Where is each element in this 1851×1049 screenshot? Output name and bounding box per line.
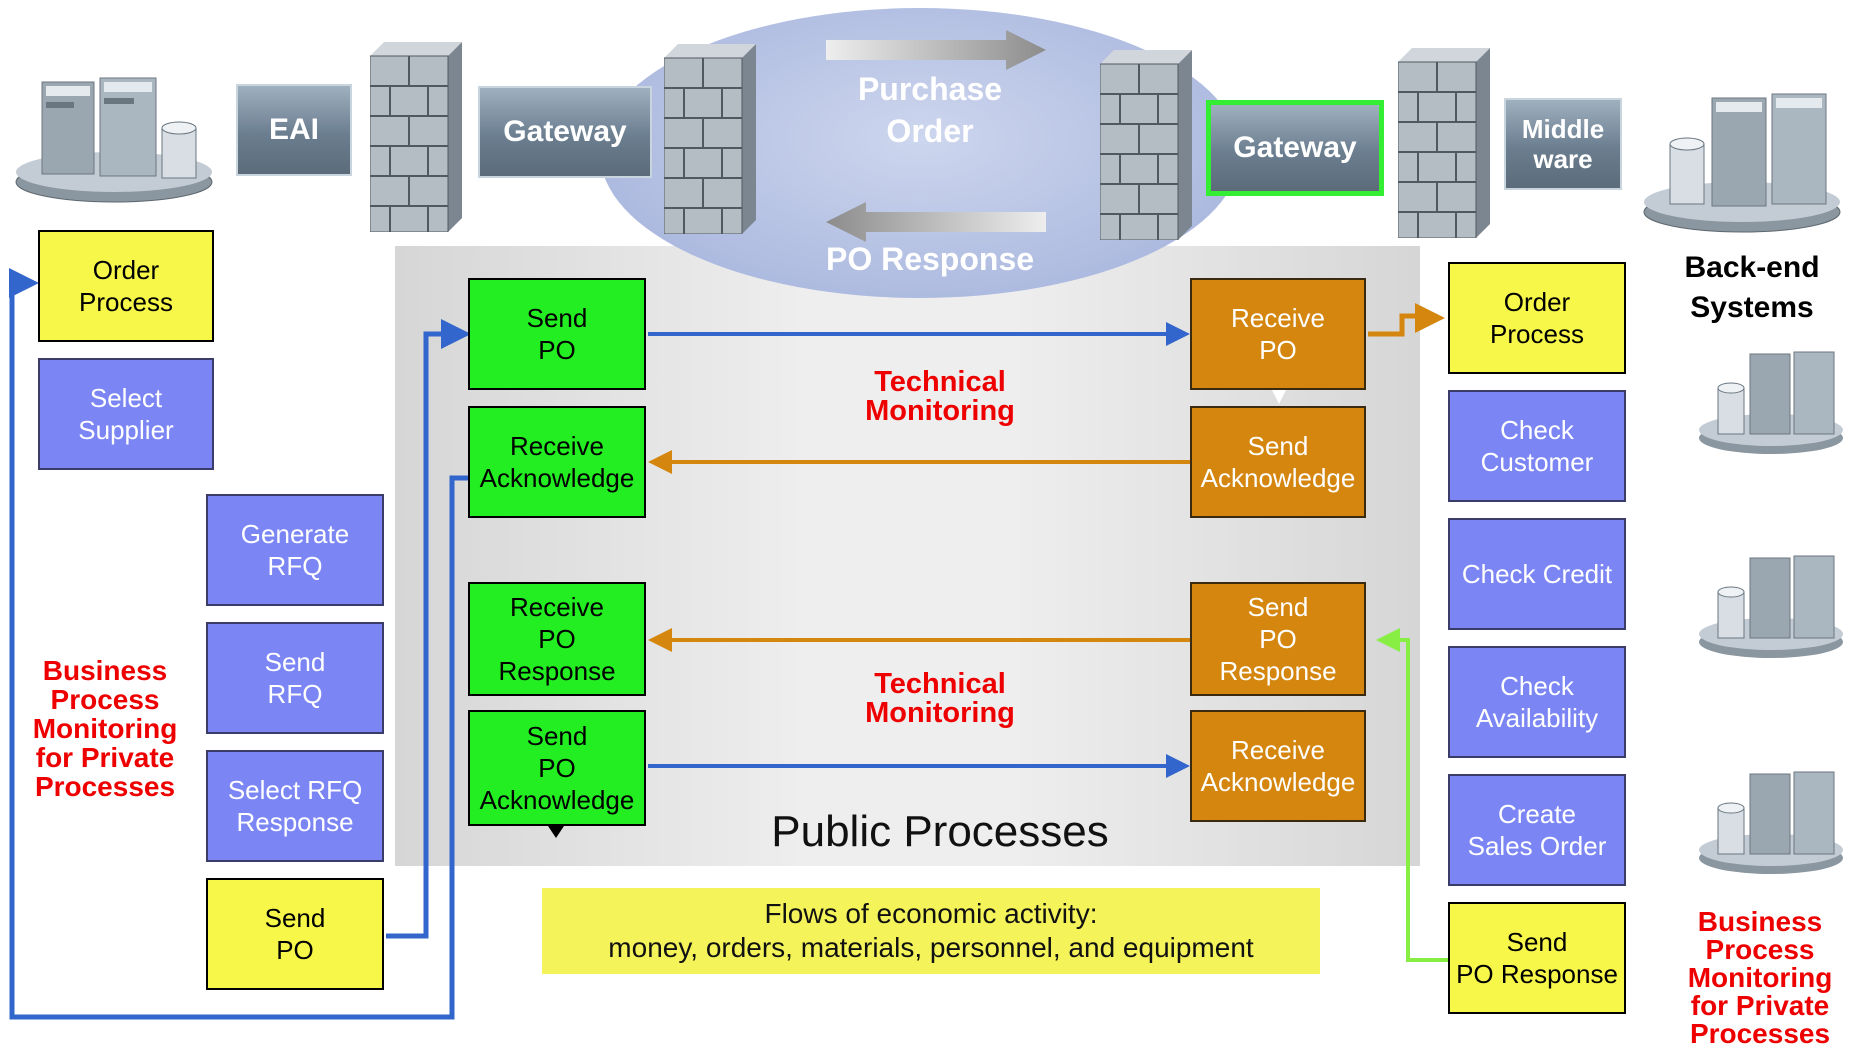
technical-monitoring-label-1: Technical Monitoring <box>865 366 1015 427</box>
right-check-customer: Check Customer <box>1448 390 1626 502</box>
left-select-rfq-response: Select RFQ Response <box>206 750 384 862</box>
left-business-monitoring-label: Business Process Monitoring for Private … <box>32 655 178 802</box>
connector-receivepo-to-sendack <box>1272 390 1286 404</box>
connector-poack-down <box>548 826 564 838</box>
po-response-label: PO Response <box>825 241 1035 277</box>
public-processes-title: Public Processes <box>771 807 1109 856</box>
firewall-icon <box>370 42 462 232</box>
connector-right-chain-3 <box>1530 636 1544 646</box>
right-business-monitoring-label: Business Process Monitoring for Private … <box>1687 906 1833 1049</box>
right-create-sales-order: Create Sales Order <box>1448 774 1626 886</box>
firewall-icon <box>1100 50 1192 240</box>
flows-note: Flows of economic activity: money, order… <box>542 888 1320 974</box>
server-cluster-icon <box>1699 555 1843 658</box>
firewall-icon <box>1398 48 1490 238</box>
right-send-po-response: Send PO Response <box>1448 902 1626 1014</box>
middleware-block: Middle ware <box>1504 98 1622 190</box>
public-receive-acknowledge: Receive Acknowledge <box>468 406 646 518</box>
arrow-right-icon <box>826 30 1046 70</box>
connector-right-chain-1 <box>1530 380 1544 390</box>
right-order-process: Order Process <box>1448 262 1626 374</box>
connector-ack-to-order <box>9 268 470 1020</box>
server-cluster-icon <box>1699 771 1843 874</box>
arrow-left-icon <box>826 202 1046 242</box>
gateway-right: Gateway <box>1206 100 1384 196</box>
public-send-acknowledge: Send Acknowledge <box>1190 406 1366 518</box>
gateway-left: Gateway <box>478 86 652 178</box>
connector-right-chain-5 <box>1530 892 1544 902</box>
server-cluster-icon <box>1643 93 1841 233</box>
right-check-credit: Check Credit <box>1448 518 1626 630</box>
firewall-icon <box>664 44 756 234</box>
connector-right-chain-2 <box>1530 508 1544 518</box>
technical-monitoring-label-2: Technical Monitoring <box>865 668 1015 729</box>
backend-systems-label: Back-end Systems <box>1684 251 1820 324</box>
left-select-supplier: Select Supplier <box>38 358 214 470</box>
public-send-po: Send PO <box>468 278 646 390</box>
public-receive-acknowledge-right: Receive Acknowledge <box>1190 710 1366 822</box>
public-receive-po: Receive PO <box>1190 278 1366 390</box>
connector-sendporesp-private-to-public <box>1376 628 1448 962</box>
left-generate-rfq: Generate RFQ <box>206 494 384 606</box>
public-receive-po-response: Receive PO Response <box>468 582 646 696</box>
right-check-availability: Check Availability <box>1448 646 1626 758</box>
server-cluster-icon <box>15 77 213 203</box>
server-cluster-icon <box>1699 351 1843 454</box>
connector-right-chain-4 <box>1530 764 1544 774</box>
public-send-po-response: Send PO Response <box>1190 582 1366 696</box>
left-send-po: Send PO <box>206 878 384 990</box>
connector-sendpo-private-to-public <box>386 319 471 939</box>
eai-block: EAI <box>236 84 352 176</box>
purchase-order-label: Purchase Order <box>857 71 1003 149</box>
public-send-po-acknowledge: Send PO Acknowledge <box>468 710 646 826</box>
left-send-rfq: Send RFQ <box>206 622 384 734</box>
connector-receivepo-to-order <box>1368 303 1445 337</box>
left-order-process: Order Process <box>38 230 214 342</box>
